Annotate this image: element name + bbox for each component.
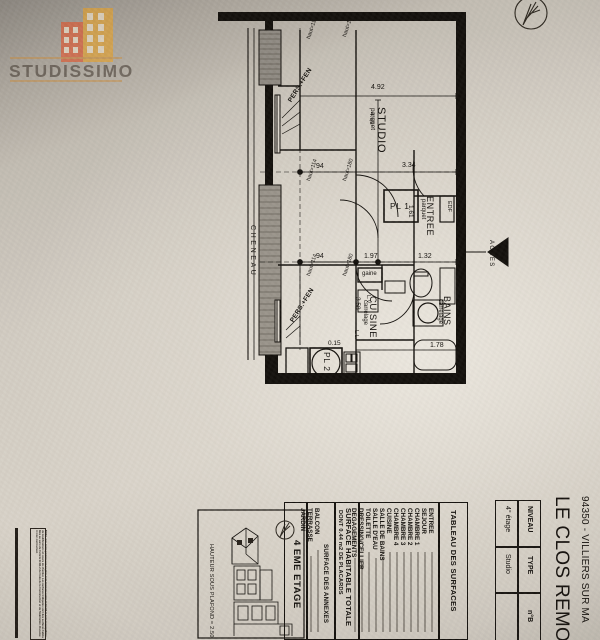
room-label-entree: ENTREE [425, 196, 435, 237]
logo-rule-bottom [10, 80, 122, 82]
key-table-header-niveau [517, 500, 541, 548]
room-floor-bains: carrelage [437, 299, 443, 325]
dim-entree-width: 1.97 [364, 253, 378, 260]
surface-annex-row-0: BALCON [313, 508, 320, 535]
closet-label-pl1: PL 1 [390, 201, 410, 211]
brand-name: STUDISSIMO [9, 61, 134, 81]
key-table: NIVEAU TYPE n°B 4° étage Studio [493, 500, 541, 640]
surface-total-label: SURFACE HABITABLE TOTALE [344, 508, 353, 627]
axis-dots [297, 169, 381, 265]
triangle-left-icon [487, 237, 509, 267]
key-map: HAUTEUR SOUS PLAFOND = 2.50 [196, 508, 306, 640]
room-floor-entree: parquet [420, 199, 426, 220]
surface-row-0: ENTREE [427, 508, 434, 534]
key-table-value-niveau [495, 500, 519, 548]
closet-label-pl2: PL 2 [322, 352, 332, 372]
legal-note-text: NOTA : les cotes portées sur ce plan son… [35, 530, 47, 638]
surface-row-4: CHAMBRE 3 [399, 508, 406, 546]
dim-bath-offset: 1.32 [418, 253, 432, 260]
surface-row-7: SALLE DE BAINS [378, 508, 385, 561]
surface-table-title: TABLEAU DES SURFACES [449, 510, 458, 612]
dim-kitchen-height: 3.58 [354, 297, 361, 310]
lv-label: L.V. [365, 295, 371, 305]
key-val-niveau: 4° étage [504, 506, 511, 533]
surface-row-9: TOILETTE [364, 508, 371, 539]
dim-studio-small: 94 [316, 163, 324, 170]
surface-total-note: DONT 0.44 m2 DE PLACARDS [337, 510, 343, 595]
gaine-label: gaine [362, 271, 377, 277]
surface-row-8: SALLE D'EAU [371, 508, 378, 550]
key-col-niveau: NIVEAU [526, 506, 533, 533]
edf-box [439, 195, 455, 223]
cheneau-label: CHENEAU [249, 225, 256, 278]
dim-entree-height: 1.61 [407, 205, 414, 218]
logo-rule-top [10, 57, 122, 59]
key-table-header-num [517, 592, 541, 640]
closet-extra [285, 347, 309, 379]
closet-pl1 [383, 189, 419, 223]
key-map-drawing [197, 509, 305, 639]
windows [274, 94, 281, 343]
ll-label: L.L. [353, 330, 359, 340]
surface-row-5: CHAMBRE 4 [392, 508, 399, 546]
building-icon [61, 8, 113, 62]
edf-label: EDF [446, 201, 452, 212]
key-table-value-type [495, 546, 519, 594]
key-col-num: n°B [526, 610, 533, 623]
dim-studio-height: 4.61 [368, 112, 375, 125]
key-col-type: TYPE [526, 556, 533, 575]
header-program-name: LE CLOS REMOIVIL [551, 496, 572, 640]
key-val-type: Studio [504, 554, 511, 574]
dim-studio-width: 3.34 [402, 162, 416, 169]
surface-row-6: CUISINE [385, 508, 392, 534]
dim-bains-height: 2.60 [457, 296, 464, 309]
dim-kitchen-bottom: 0.15 [328, 340, 341, 347]
closet-pl2 [309, 347, 343, 379]
gaine-duct [357, 267, 383, 283]
dim-bains-width: 1.78 [430, 342, 444, 349]
legal-note-rule [15, 528, 18, 638]
surface-row-3: CHAMBRE 2 [406, 508, 413, 546]
ceiling-height-note: HAUTEUR SOUS PLAFOND = 2.50 [208, 544, 214, 638]
north-arrow-icon [275, 520, 295, 540]
dim-studio-top: 4.92 [371, 84, 385, 91]
key-table-value-num [495, 592, 519, 640]
surface-annex-label: SURFACE DES ANNEXES [322, 544, 329, 624]
bathroom-fixtures [409, 267, 457, 371]
door-swings [339, 159, 425, 325]
studissimo-logo: STUDISSIMO [8, 4, 132, 88]
surface-row-2: CHAMBRE 1 [413, 508, 420, 546]
key-table-header-type [517, 546, 541, 594]
axis-lines [260, 28, 460, 350]
north-arrow-icon [514, 0, 548, 30]
room-label-studio: STUDIO [375, 107, 387, 154]
acces-label: ACCES [488, 240, 494, 268]
surface-table: TABLEAU DES SURFACES ENTREE SEJOUR CHAMB… [284, 500, 468, 640]
kitchen-fittings [343, 280, 406, 375]
dim-kitchen-small: 94 [316, 253, 324, 260]
window-leaders [281, 99, 301, 339]
surface-row-1: SEJOUR [420, 508, 427, 534]
header-postal-city: 94350 - VILLIERS SUR MA [579, 496, 590, 623]
room-label-bains: BAINS [442, 296, 452, 326]
